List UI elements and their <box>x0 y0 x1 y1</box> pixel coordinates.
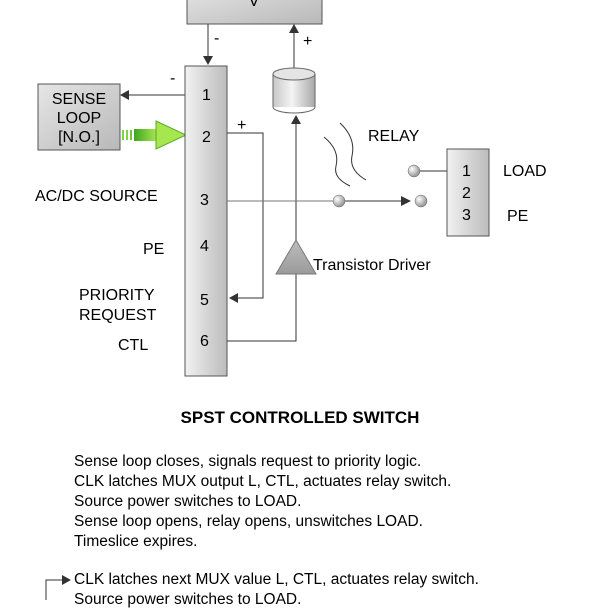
driver-arrowhead <box>291 115 301 124</box>
description-line-1: Sense loop closes, signals request to pr… <box>74 453 422 470</box>
description-line-2: CLK latches MUX output L, CTL, actuates … <box>74 473 452 490</box>
description-line-4: Sense loop opens, relay opens, unswitche… <box>74 513 423 530</box>
output-pin-1: 1 <box>462 163 471 180</box>
mux-pin-1: 1 <box>202 87 211 104</box>
minus-arrowhead <box>203 56 213 65</box>
sense-loop-box: SENSE LOOP [N.O.] <box>37 83 121 151</box>
relay-contact-fixed <box>332 194 346 208</box>
relay-contact-arrowhead <box>401 196 411 206</box>
ac-dc-source-label: AC/DC SOURCE <box>35 188 158 205</box>
priority-request-arrowhead <box>229 293 238 303</box>
mux-block <box>184 65 228 377</box>
pin2-plus-sign: + <box>237 117 246 134</box>
output-pin-3: 3 <box>462 207 471 224</box>
relay-label: RELAY <box>368 128 420 145</box>
ctl-wire <box>227 274 297 342</box>
sense-minus-sign: - <box>170 70 175 87</box>
description-line-3: Source power switches to LOAD. <box>74 493 302 510</box>
mux-pin-5: 5 <box>200 292 209 309</box>
green-request-arrow-icon <box>122 120 188 150</box>
mux-pin-2: 2 <box>202 129 211 146</box>
sense-loop-line-2: LOOP <box>57 110 101 127</box>
loop-description-block: CLK latches next MUX value L, CTL, actua… <box>74 570 479 610</box>
load-label: LOAD <box>503 163 547 180</box>
transistor-driver-icon <box>275 239 317 275</box>
voltage-block-label: V <box>249 0 260 10</box>
request-label: REQUEST <box>79 307 157 324</box>
pe-left-label: PE <box>143 241 164 258</box>
mux-pin-4: 4 <box>200 238 209 255</box>
top-minus-sign: - <box>214 30 219 47</box>
voltage-block: V <box>186 0 323 25</box>
loop-return-arrowhead <box>62 575 71 585</box>
pe-right-label: PE <box>507 208 528 225</box>
relay-signal-icon <box>323 122 367 187</box>
diagram-caption: SPST CONTROLLED SWITCH <box>180 408 420 427</box>
description-line-5: Timeslice expires. <box>74 533 198 550</box>
plus-arrowhead <box>289 24 299 33</box>
sense-loop-line-3: [N.O.] <box>58 129 100 146</box>
sense-loop-line-1: SENSE <box>52 91 106 108</box>
mux-pin-3: 3 <box>200 192 209 209</box>
priority-request-wire <box>227 132 264 299</box>
loop-line-2: Source power switches to LOAD. <box>74 591 302 608</box>
relay-contact-load <box>407 164 421 178</box>
output-pin-2: 2 <box>462 185 471 202</box>
relay-coil-icon <box>272 67 316 114</box>
priority-label: PRIORITY <box>79 287 155 304</box>
loop-return-wire <box>45 579 62 600</box>
relay-contact-output <box>414 194 428 208</box>
mux-pin-6: 6 <box>200 333 209 350</box>
ctl-label: CTL <box>118 337 148 354</box>
description-block: Sense loop closes, signals request to pr… <box>74 452 451 552</box>
loop-line-1: CLK latches next MUX value L, CTL, actua… <box>74 571 479 588</box>
transistor-driver-label: Transistor Driver <box>313 257 431 274</box>
top-plus-sign: + <box>303 33 312 50</box>
output-block <box>446 148 490 237</box>
sense-return-arrowhead <box>120 90 129 100</box>
